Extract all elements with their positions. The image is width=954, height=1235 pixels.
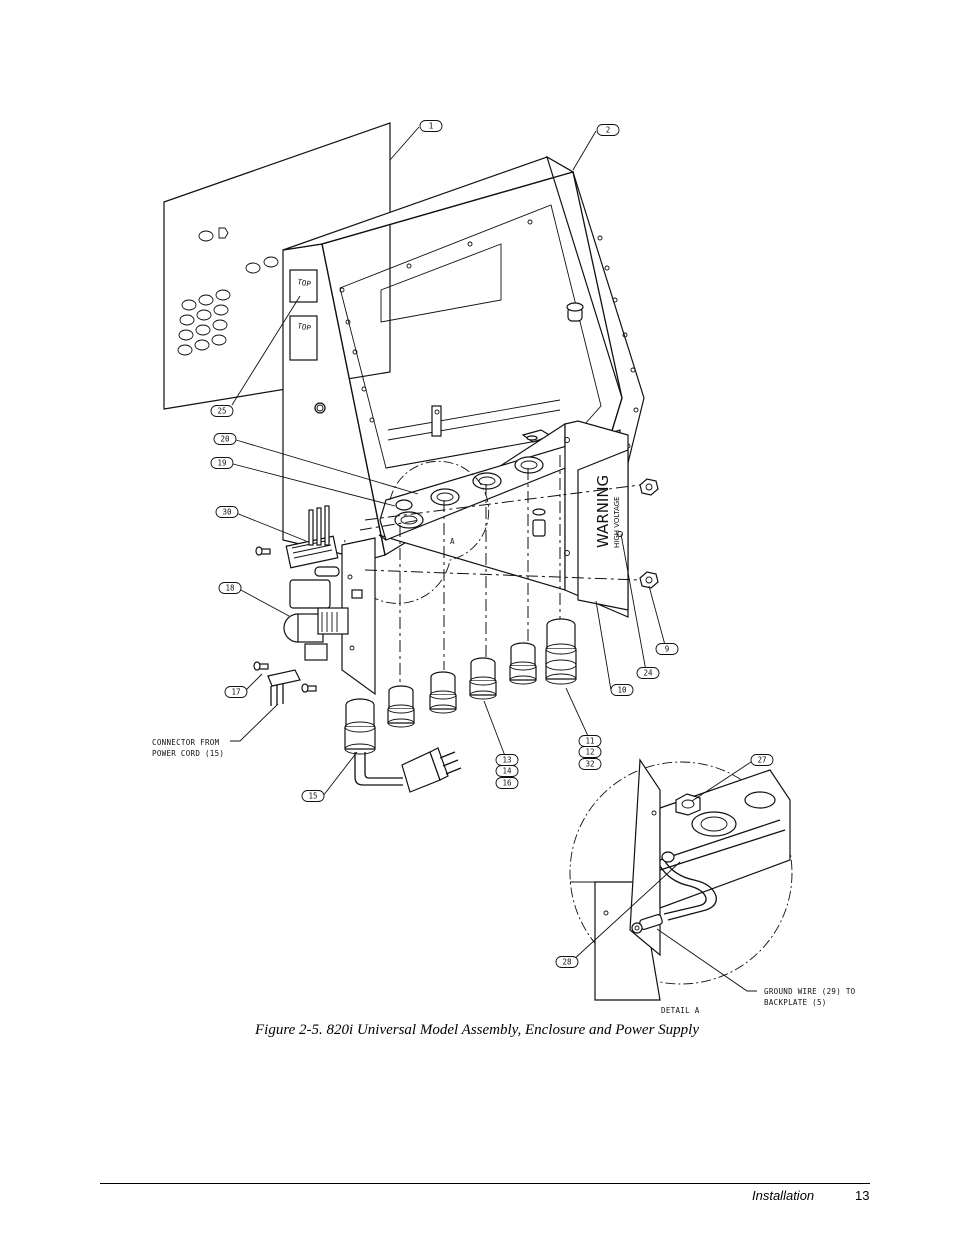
callout-balloon-5: 19 [210,457,234,469]
callout-number: 9 [665,645,670,654]
footer-section-title: Installation [752,1188,815,1203]
connector-label-line1: CONNECTOR FROM [152,738,220,747]
gland-holes [394,456,544,529]
power-cord [354,747,462,793]
callout-balloon-20: 28 [555,956,579,968]
callout-balloon-6: 30 [215,506,239,518]
power-supply-board [283,505,376,696]
callout-number: 15 [308,792,317,801]
callout-balloon-14: 12 [578,746,602,758]
callout-number: 19 [217,459,226,468]
detail-a-indicator [343,460,490,604]
callout-balloon-9: 15 [301,790,325,802]
callout-number: 20 [220,435,230,444]
callout-balloon-12: 16 [495,777,519,789]
callout-balloon-17: 24 [636,667,660,679]
callout-number: 30 [222,508,232,517]
detail-a-title: DETAIL A [661,1006,700,1015]
top-label-2: TOP [297,321,313,333]
detail-a-marker: A [450,537,455,546]
detail-a [569,758,793,1001]
callout-balloon-8: 17 [224,686,248,698]
callout-number: 25 [217,407,226,416]
callout-balloon-10: 13 [495,754,519,766]
power-cord-connector [267,669,301,706]
callout-number: 16 [502,779,512,788]
callout-number: 11 [585,737,594,746]
footer-page-number: 13 [855,1188,870,1203]
callout-number: 27 [757,756,766,765]
callout-number: 2 [606,126,611,135]
callout-number: 13 [502,756,511,765]
screws [253,546,317,693]
ground-wire-label-line1: GROUND WIRE (29) TO [764,987,856,996]
callout-balloon-13: 11 [578,735,602,747]
ground-wire-label-line2: BACKPLATE (5) [764,998,827,1007]
hex-nuts [639,478,659,589]
callout-balloon-7: 18 [218,582,242,594]
callout-balloon-1: 1 [419,120,443,132]
connector-label-line2: POWER CORD (15) [152,749,224,758]
assembly-centerlines [359,455,641,690]
callout-number: 10 [617,686,627,695]
standoff [532,508,546,537]
leader-lines [230,126,757,992]
footer-rule [100,1183,870,1184]
callout-balloon-16: 10 [610,684,634,696]
callout-number: 28 [562,958,572,967]
callout-number: 1 [429,122,434,131]
callout-balloon-2: 2 [596,124,620,136]
top-label-1: TOP [297,277,313,289]
callout-balloon-4: 20 [213,433,237,445]
high-voltage-label: HIGH VOLTAGE [613,496,621,548]
cable-glands [344,618,577,755]
enclosure: TOP TOP [282,155,645,561]
callout-balloon-18: 9 [655,643,679,655]
callout-number: 32 [585,760,594,769]
warning-label: WARNING [594,475,612,548]
callout-balloon-3: 25 [210,405,234,417]
callout-number: 24 [643,669,653,678]
callout-balloon-19: 27 [750,754,774,766]
front-overlay-panel [163,122,391,410]
callout-balloon-15: 32 [578,758,602,770]
callout-number: 17 [231,688,240,697]
callout-balloon-11: 14 [495,765,519,777]
callout-number: 12 [585,748,594,757]
callout-number: 18 [225,584,235,593]
figure-caption: Figure 2-5. 820i Universal Model Assembl… [255,1022,699,1038]
callout-number: 14 [502,767,512,776]
